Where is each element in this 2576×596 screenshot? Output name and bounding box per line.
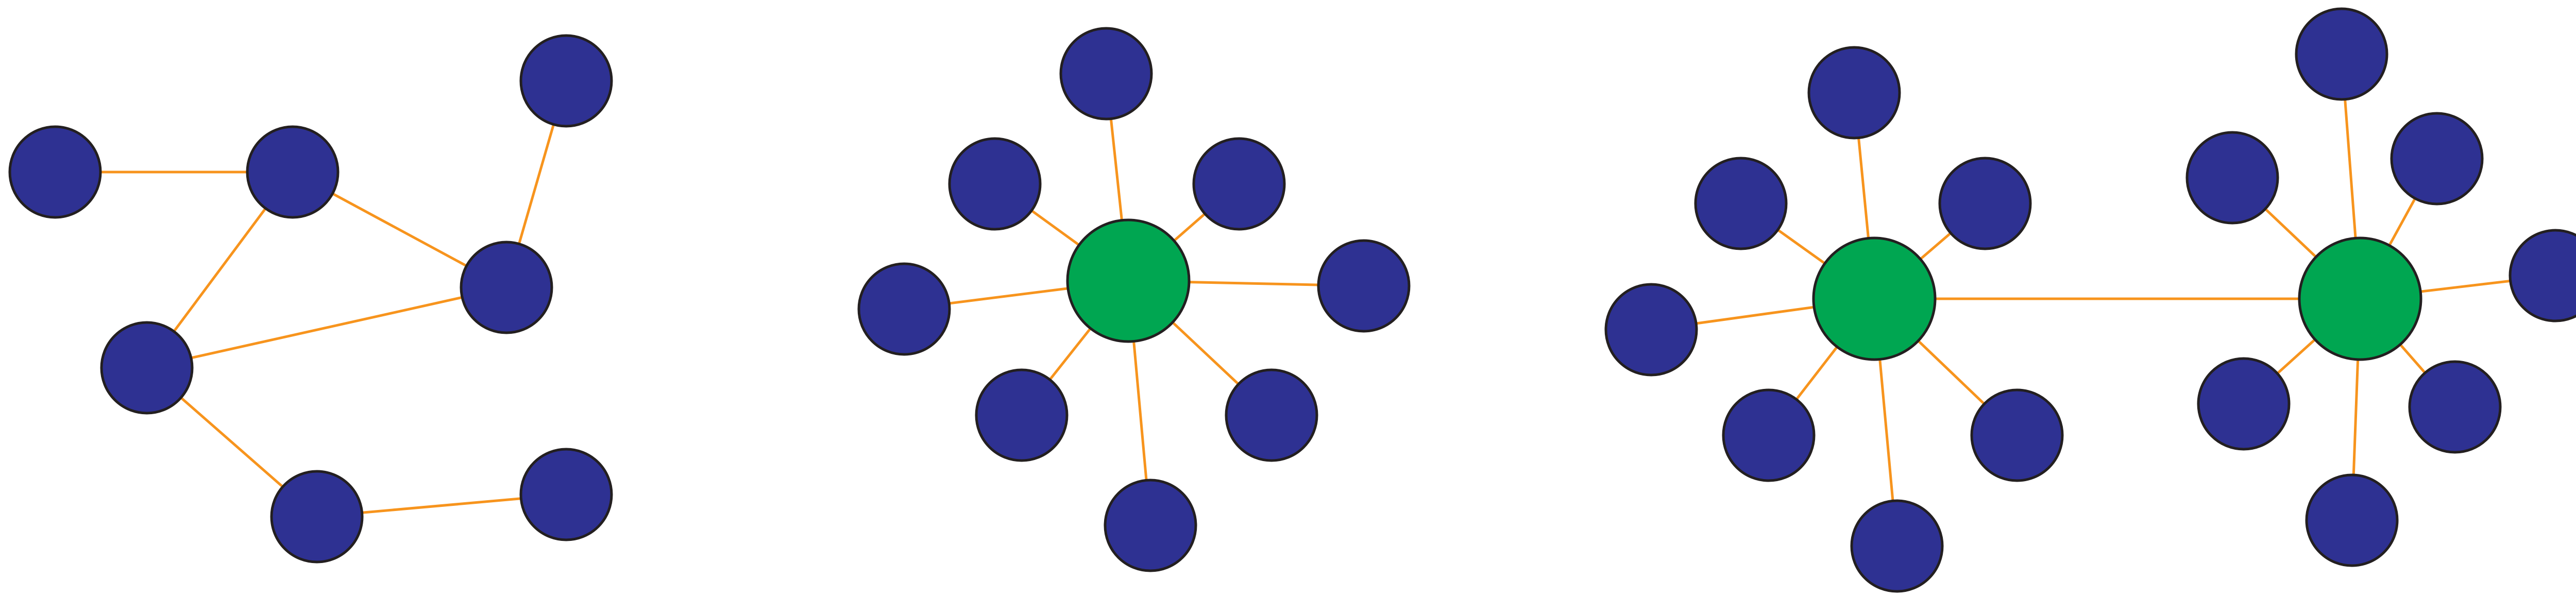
node-s7 <box>1225 368 1318 462</box>
node-p2 <box>1694 157 1788 250</box>
hub-node-h2 <box>2298 236 2422 361</box>
node-g <box>519 448 613 541</box>
edge-e-d <box>146 286 507 369</box>
hub-node-h <box>1066 218 1191 343</box>
node-q2 <box>2185 131 2279 225</box>
node-p3 <box>1938 157 2032 250</box>
nodes <box>8 34 613 564</box>
node-s2 <box>948 137 1042 231</box>
node-p4 <box>1604 283 1698 377</box>
node-e <box>100 321 194 415</box>
node-f <box>270 470 364 564</box>
node-p7 <box>1850 499 1944 593</box>
node-q6 <box>2408 360 2502 454</box>
node-p5 <box>1722 388 1816 482</box>
node-q7 <box>2305 473 2399 567</box>
node-q3 <box>2390 112 2484 206</box>
node-p1 <box>1807 46 1901 140</box>
node-b <box>246 125 340 219</box>
node-q5 <box>2197 357 2291 451</box>
node-s5 <box>1317 239 1411 333</box>
network-graph <box>8 34 613 564</box>
node-q4 <box>2509 229 2576 322</box>
nodes <box>1604 7 2576 593</box>
node-c <box>519 34 613 128</box>
node-s8 <box>1104 479 1197 572</box>
node-s1 <box>1059 27 1153 121</box>
node-s4 <box>857 262 951 356</box>
node-s3 <box>1192 137 1286 231</box>
node-a <box>8 125 102 219</box>
hub-node-h1 <box>1812 236 1937 361</box>
nodes <box>857 27 1411 572</box>
node-s6 <box>975 368 1069 462</box>
node-q1 <box>2295 7 2388 101</box>
star-graph <box>857 27 1411 572</box>
node-d <box>460 241 553 334</box>
node-p6 <box>1970 388 2064 482</box>
double-star-graph <box>1604 7 2576 593</box>
